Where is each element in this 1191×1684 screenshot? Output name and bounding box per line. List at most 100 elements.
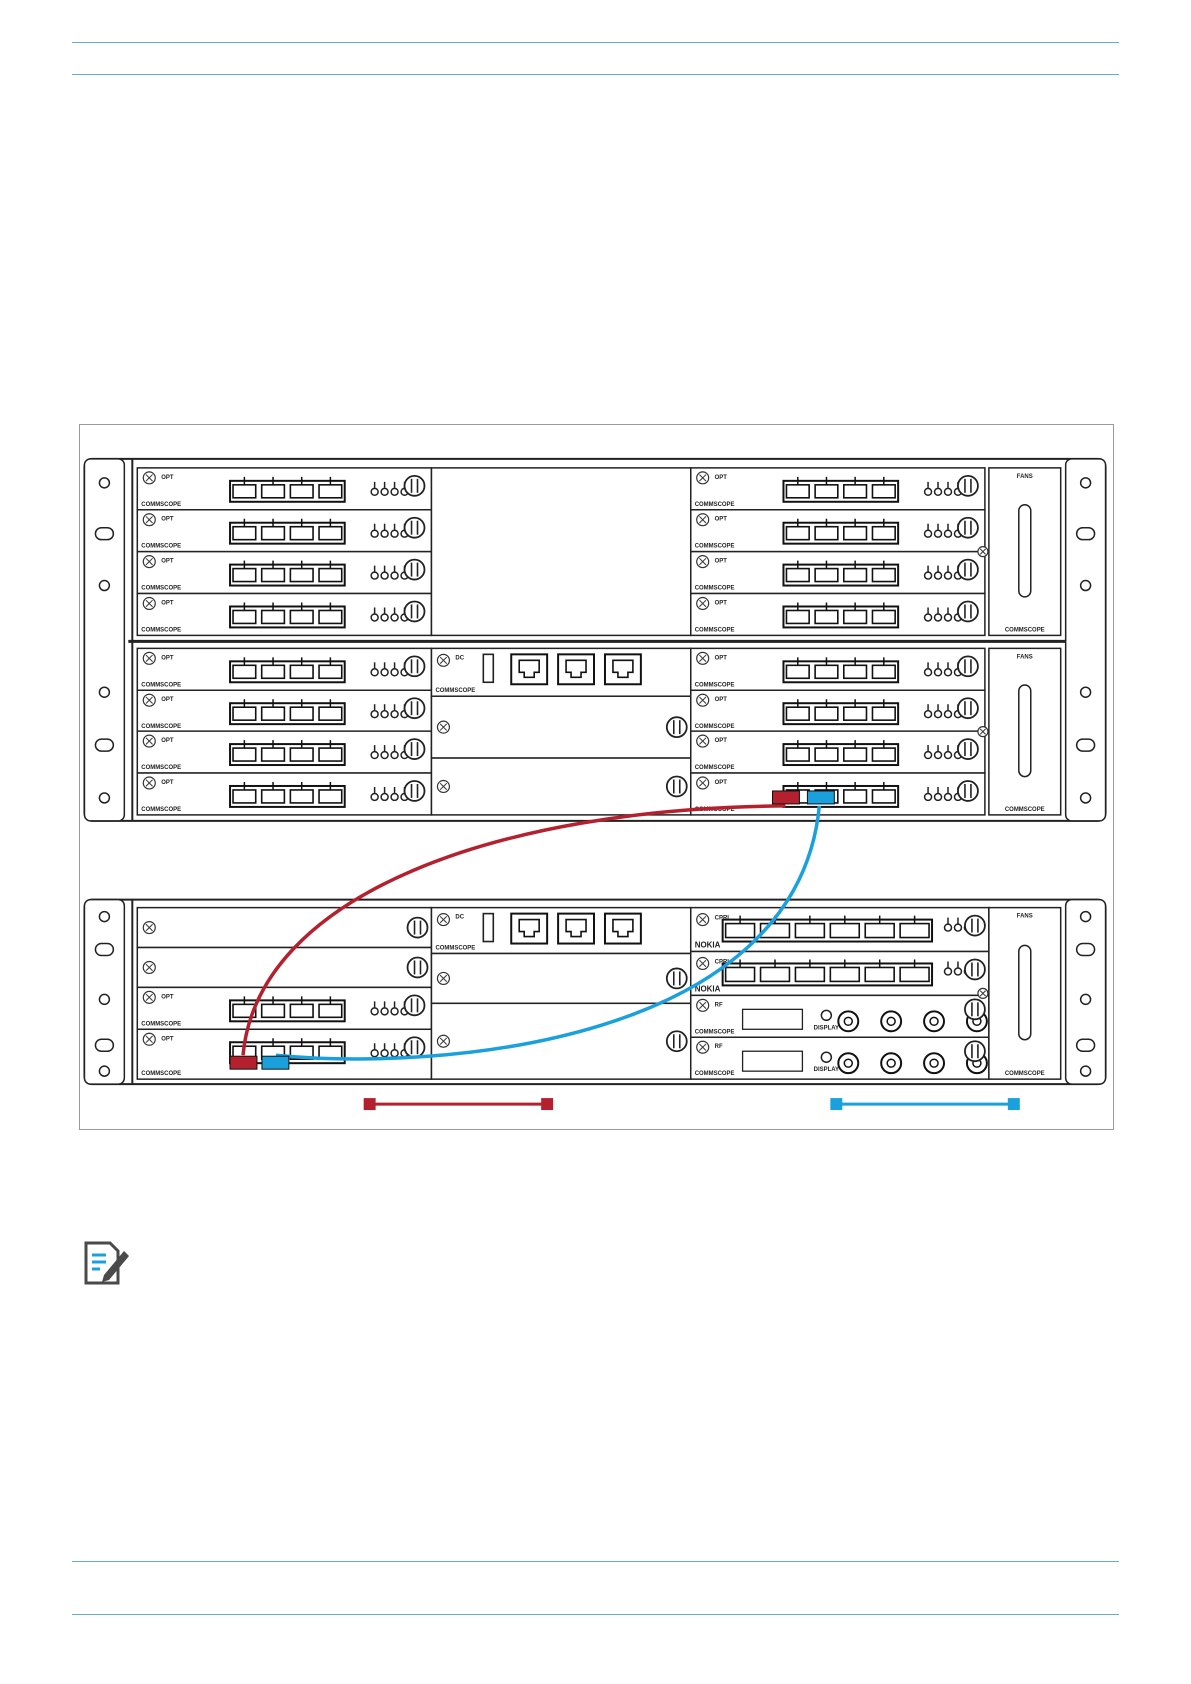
sfp-port [814,609,839,625]
thumbscrew-icon [406,916,429,939]
module-type-label: OPT [161,780,174,786]
brand-label: COMMSCOPE [695,544,735,550]
mount-slot [94,738,115,752]
mount-hole [98,792,111,804]
screw-icon [142,920,156,935]
thumbscrew-icon [957,516,979,539]
display-label: DISPLAY [814,1025,839,1031]
screw-icon [696,651,710,665]
sfp-port [232,484,257,499]
display-button [820,1051,833,1063]
blank-module [430,695,692,759]
screw-icon [142,734,156,748]
brand-label: COMMSCOPE [141,1071,181,1077]
sfp-port [232,567,257,583]
sfp-port [871,706,896,721]
brand-label: COMMSCOPE [141,724,181,730]
brand-label: COMMSCOPE [695,502,735,508]
brand-label: COMMSCOPE [141,1021,181,1027]
cpri-sfp-ports [721,915,934,943]
brand-label: COMMSCOPE [695,1029,735,1035]
thumbscrew-icon [665,716,688,739]
cpri-sfp-ports [721,959,934,987]
opt-sfp-ports [229,476,346,503]
sfp-port [814,706,839,721]
screw-icon [977,546,989,558]
status-leds [923,745,963,760]
sfp-port [260,567,286,583]
thumbscrew-icon [403,600,426,623]
opt-sfp-ports [782,740,900,767]
mount-hole [98,686,111,698]
status-leds [370,481,409,497]
sfp-port [318,484,343,499]
sfp-port [289,664,314,680]
screw-icon [696,998,710,1012]
sfp-port [318,789,343,804]
screw-icon [142,776,156,790]
opt-sfp-ports [229,518,346,545]
status-leds [370,607,409,622]
mount-hole [98,477,111,489]
opt-sfp-ports [782,560,900,587]
sfp-port [785,567,810,583]
screw-icon [436,720,451,734]
screw-icon [977,726,989,738]
thumbscrew-icon [964,998,986,1021]
usb-port [482,912,495,943]
module-type-label: OPT [161,475,174,481]
thumbscrew-icon [403,780,426,802]
mount-slot [94,1038,115,1052]
mount-hole [1079,477,1092,489]
opt-sfp-ports [782,602,900,629]
sfp-port [232,525,257,541]
sfp-port [289,484,314,499]
thumbscrew-icon [403,697,426,720]
mount-slot [94,942,115,957]
sfp-port [864,966,895,983]
sfp-port [829,966,861,983]
blue-legend-marker [1007,1098,1020,1111]
sfp-port [260,747,286,762]
sfp-port [724,966,756,983]
module-type-label: OPT [161,559,174,565]
brand-label: COMMSCOPE [141,627,181,633]
thumbscrew-icon [957,780,979,802]
module-type-label: RF [715,1044,723,1050]
sfp-port [814,484,839,499]
module-type-label: DC [455,655,464,661]
screw-icon [142,555,156,569]
screw-icon [436,971,451,986]
blue-cable-connector-bottom [261,1055,290,1070]
display-label: DISPLAY [814,1067,839,1073]
thumbscrew-icon [957,738,979,760]
module-type-label: OPT [715,738,728,744]
screw-icon [696,693,710,707]
brand-label: COMMSCOPE [141,502,181,508]
sfp-port [318,1003,343,1019]
screw-icon [696,555,710,569]
rack-ear [1064,458,1107,822]
footer-rule-top [72,1561,1119,1562]
sfp-port [842,789,868,804]
screw-icon [696,596,710,611]
blank-module [136,906,433,949]
screw-icon [436,913,451,927]
thumbscrew-icon [665,775,688,798]
sfp-port [318,747,343,762]
sfp-port [785,609,810,625]
rack-ear [83,898,126,1085]
opt-sfp-ports [229,657,346,684]
module-type-label: OPT [715,697,728,703]
sfp-port [871,567,896,583]
sfp-port [289,789,314,804]
